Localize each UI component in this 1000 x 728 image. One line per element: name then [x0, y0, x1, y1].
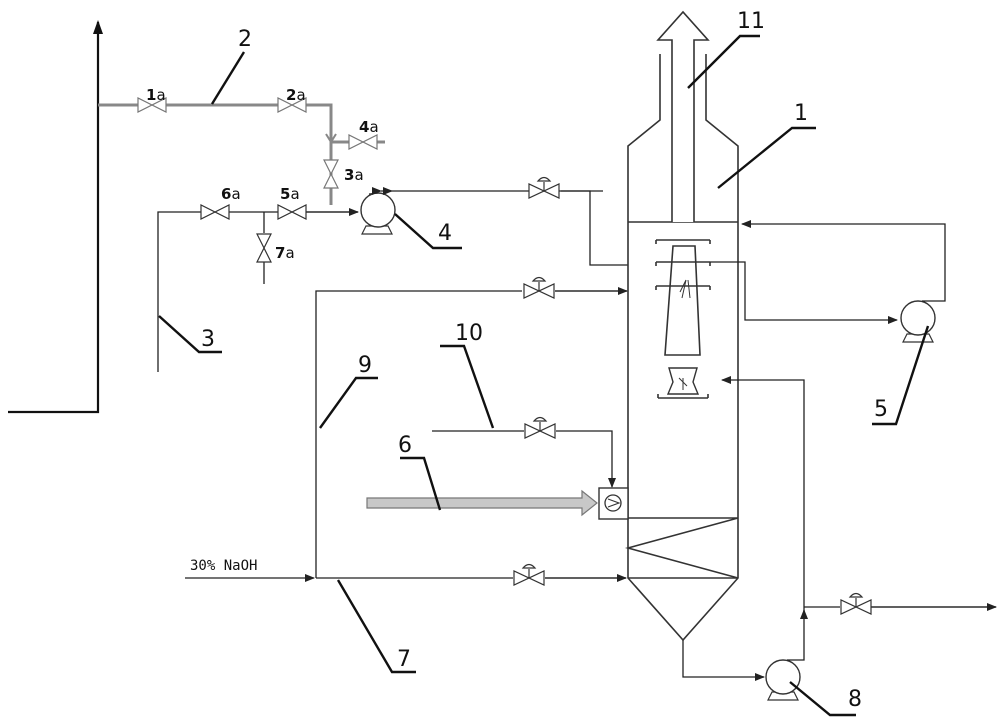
valve-5a-label: 5a — [280, 185, 300, 203]
tower-bottom-outlet — [682, 640, 765, 681]
pump-8-outlet — [787, 609, 808, 661]
valve-4a[interactable] — [348, 134, 378, 150]
line-10 — [432, 430, 612, 487]
valve-2a-label: 2a — [286, 86, 306, 104]
valve-line-10[interactable] — [524, 416, 556, 439]
valve-2a[interactable] — [277, 97, 307, 113]
callout-8: 8 — [848, 687, 862, 712]
callout-4: 4 — [438, 221, 452, 246]
valve-6a-label: 6a — [221, 185, 241, 203]
valve-4a-label: 4a — [359, 118, 379, 136]
valve-pump4-line[interactable] — [528, 176, 560, 199]
pump-5-return — [741, 220, 946, 302]
valve-product[interactable] — [840, 592, 872, 615]
main-gas-header — [8, 20, 333, 414]
gas-inlet-arrow — [366, 489, 598, 517]
recycle-line — [721, 376, 805, 612]
callout-9: 9 — [358, 353, 372, 378]
valve-7a-label: 7a — [275, 244, 295, 262]
pump-4[interactable] — [360, 192, 396, 235]
callouts: 2 3 4 5 6 7 8 9 10 1 11 — [158, 9, 930, 717]
line-to-pump-5 — [710, 261, 898, 324]
valve-7a[interactable] — [256, 233, 272, 263]
callout-1: 1 — [794, 101, 808, 126]
valve-line-7[interactable] — [513, 563, 545, 586]
callout-11: 11 — [737, 9, 765, 34]
valve-5a[interactable] — [277, 204, 307, 220]
callout-7: 7 — [397, 647, 411, 672]
line-to-tower — [561, 190, 628, 266]
valve-1a-label: 1a — [146, 86, 166, 104]
valve-1a[interactable] — [137, 97, 167, 113]
exhaust-outlet-arrow — [656, 10, 710, 222]
valve-6a[interactable] — [200, 204, 230, 220]
pump-5[interactable] — [900, 300, 936, 343]
callout-2: 2 — [238, 27, 252, 52]
pump-8[interactable] — [765, 659, 801, 701]
valve-3a-label: 3a — [344, 166, 364, 184]
callout-5: 5 — [874, 397, 888, 422]
naoh-feed-label: 30% NaOH — [190, 558, 257, 574]
callout-10: 10 — [455, 321, 483, 346]
valve-3a[interactable] — [323, 159, 339, 189]
gas-distributor — [598, 487, 629, 520]
callout-3: 3 — [201, 327, 215, 352]
valve-line-9[interactable] — [523, 276, 555, 299]
tower-internals — [624, 239, 739, 579]
callout-6: 6 — [398, 433, 412, 458]
